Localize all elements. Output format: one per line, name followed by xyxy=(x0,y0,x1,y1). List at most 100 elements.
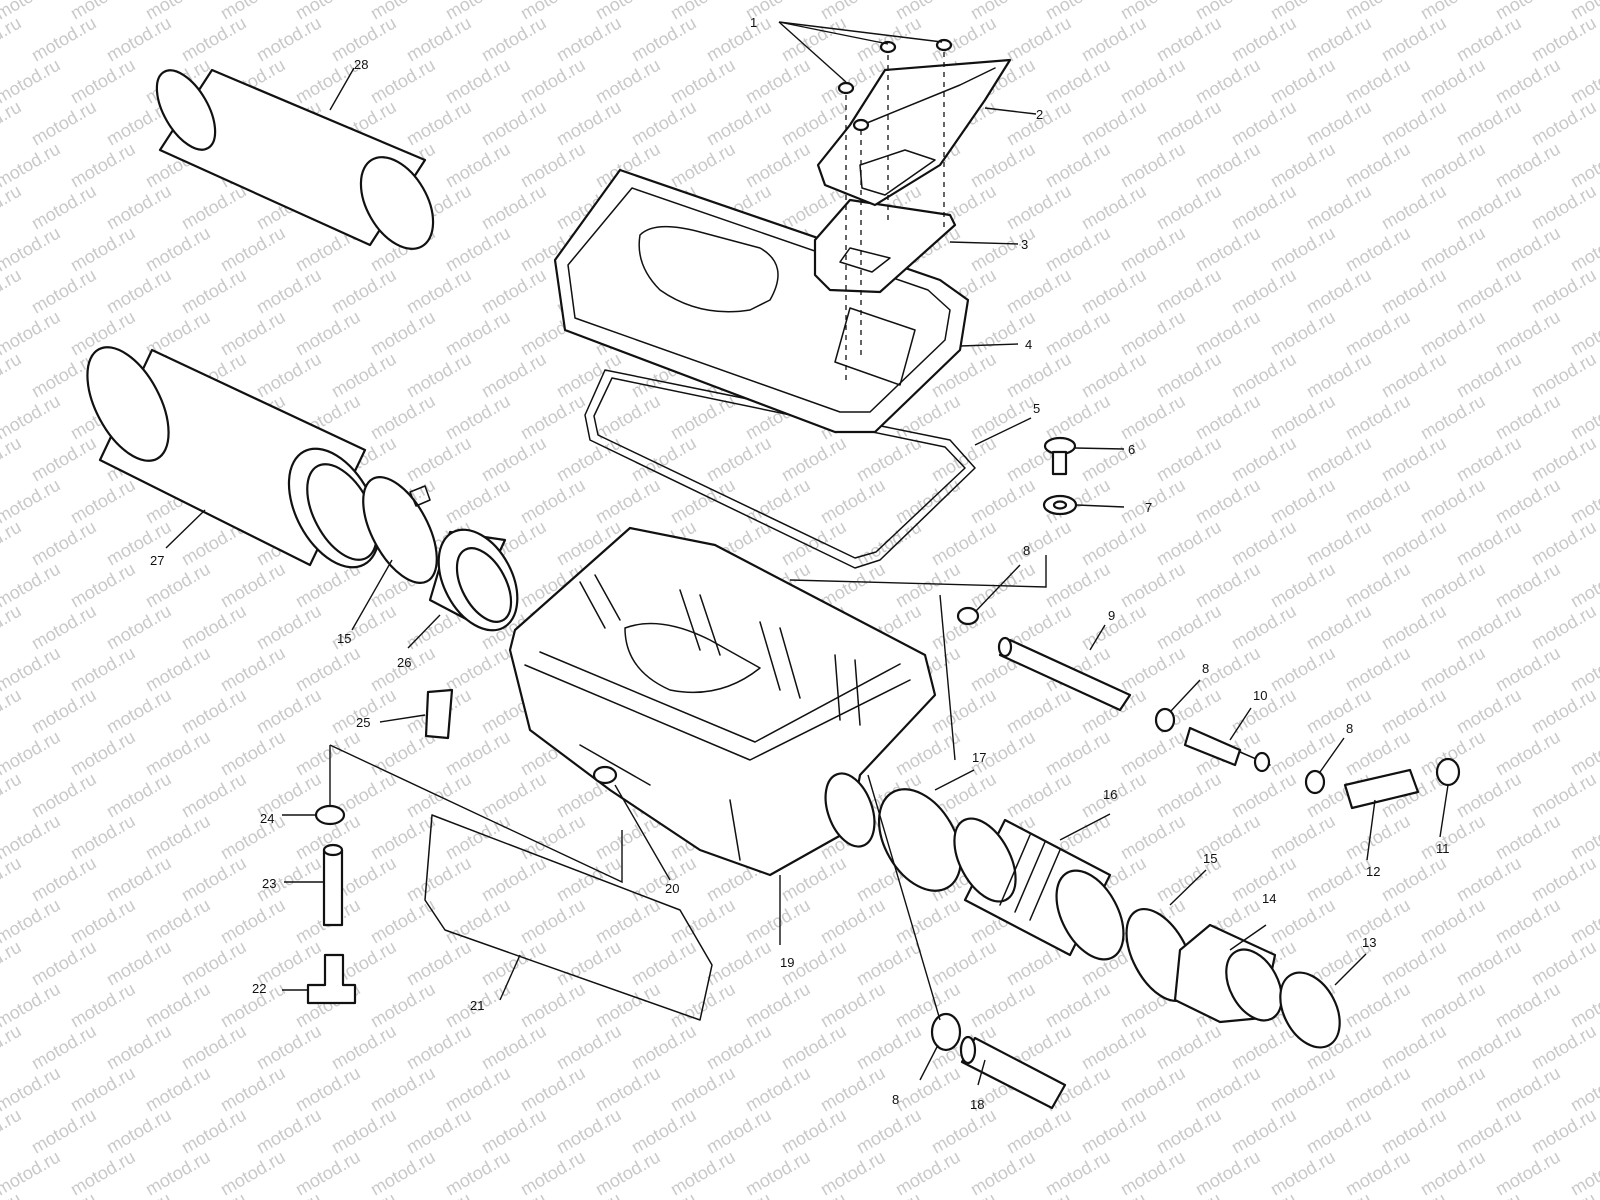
watermark-text: motod.ru xyxy=(1078,13,1150,66)
mounting-washer[interactable] xyxy=(1042,494,1078,516)
watermark-text: motod.ru xyxy=(1492,391,1564,444)
callout-8-mid: 8 xyxy=(1202,661,1209,676)
watermark-text: motod.ru xyxy=(1117,475,1189,528)
intake-boot[interactable] xyxy=(1173,923,1293,1030)
callout-3: 3 xyxy=(1021,237,1028,252)
watermark-text: motod.ru xyxy=(292,643,364,696)
watermark-text: motod.ru xyxy=(28,601,100,654)
watermark-text: motod.ru xyxy=(1003,181,1075,234)
callout-17: 17 xyxy=(972,750,986,765)
outlet-adapter[interactable] xyxy=(942,809,1137,971)
watermark-text: motod.ru xyxy=(1453,685,1525,738)
watermark-text: motod.ru xyxy=(67,643,139,696)
watermark-text: motod.ru xyxy=(1228,97,1300,150)
watermark-text: motod.ru xyxy=(1342,307,1414,360)
hose-clamp-small-2[interactable] xyxy=(1154,707,1176,733)
watermark-text: motod.ru xyxy=(967,1147,1039,1200)
watermark-text: motod.ru xyxy=(1153,13,1225,66)
watermark-text: motod.ru xyxy=(1228,181,1300,234)
watermark-text: motod.ru xyxy=(1042,1147,1114,1200)
watermark-text: motod.ru xyxy=(742,139,814,192)
air-filter-element[interactable] xyxy=(71,334,398,582)
watermark-text: motod.ru xyxy=(1192,1147,1264,1200)
watermark-text: motod.ru xyxy=(667,391,739,444)
watermark-text: motod.ru xyxy=(253,13,325,66)
watermark-text: motod.ru xyxy=(703,97,775,150)
drain-clamp[interactable] xyxy=(314,804,346,826)
callout-20: 20 xyxy=(665,881,679,896)
watermark-text: motod.ru xyxy=(703,937,775,990)
boot-clamp[interactable] xyxy=(1268,962,1351,1057)
watermark-text: motod.ru xyxy=(1042,307,1114,360)
watermark-text: motod.ru xyxy=(628,937,700,990)
watermark-text: motod.ru xyxy=(1453,1189,1525,1200)
watermark-text: motod.ru xyxy=(328,1189,400,1200)
watermark-text: motod.ru xyxy=(1228,433,1300,486)
callout-13: 13 xyxy=(1362,935,1376,950)
cover-gasket[interactable] xyxy=(584,369,976,569)
watermark-text: motod.ru xyxy=(628,1021,700,1074)
watermark-text: motod.ru xyxy=(1303,685,1375,738)
drain-grommet[interactable] xyxy=(592,765,618,785)
outlet-seal-ring[interactable] xyxy=(862,775,978,905)
pre-filter-sleeve[interactable] xyxy=(145,61,448,261)
watermark-text: motod.ru xyxy=(103,601,175,654)
watermark-text: motod.ru xyxy=(1342,391,1414,444)
watermark-text: motod.ru xyxy=(217,895,289,948)
callout-12: 12 xyxy=(1366,864,1380,879)
watermark-text: motod.ru xyxy=(217,559,289,612)
watermark-text: motod.ru xyxy=(0,433,25,486)
watermark-text: motod.ru xyxy=(478,349,550,402)
watermark-text: motod.ru xyxy=(367,391,439,444)
check-valve[interactable] xyxy=(1183,726,1271,773)
watermark-text: motod.ru xyxy=(178,1105,250,1158)
watermark-text: motod.ru xyxy=(28,769,100,822)
watermark-text: motod.ru xyxy=(1378,685,1450,738)
drain-tube[interactable] xyxy=(322,843,344,927)
watermark-text: motod.ru xyxy=(1453,601,1525,654)
hose-clamp-small-3[interactable] xyxy=(1304,769,1326,795)
watermark-text: motod.ru xyxy=(1378,97,1450,150)
hose-clamp-left[interactable] xyxy=(348,466,452,595)
watermark-text: motod.ru xyxy=(1267,811,1339,864)
watermark-text: motod.ru xyxy=(1528,1189,1600,1200)
watermark-text: motod.ru xyxy=(553,1105,625,1158)
watermark-text: motod.ru xyxy=(1453,433,1525,486)
watermark-text: motod.ru xyxy=(328,265,400,318)
airbox-bottom-cover[interactable] xyxy=(424,814,713,1021)
watermark-text: motod.ru xyxy=(928,1189,1000,1200)
hose-clamp-small-1[interactable] xyxy=(956,606,980,626)
watermark-text: motod.ru xyxy=(103,1105,175,1158)
watermark-text: motod.ru xyxy=(0,265,25,318)
mounting-bolt[interactable] xyxy=(1043,436,1077,476)
watermark-text: motod.ru xyxy=(853,937,925,990)
airbox-cover[interactable] xyxy=(553,168,970,434)
inlet-seal-plate[interactable] xyxy=(813,198,957,294)
cover-screws[interactable] xyxy=(837,38,953,132)
callout-22: 22 xyxy=(252,981,266,996)
vent-hose[interactable] xyxy=(1343,768,1420,810)
watermark-text: motod.ru xyxy=(142,727,214,780)
watermark-text: motod.ru xyxy=(0,937,25,990)
watermark-text: motod.ru xyxy=(403,349,475,402)
drain-hose[interactable] xyxy=(959,1035,1067,1110)
watermark-text: motod.ru xyxy=(553,1021,625,1074)
watermark-text: motod.ru xyxy=(928,937,1000,990)
watermark-text: motod.ru xyxy=(1492,475,1564,528)
hose-clamp-bottom[interactable] xyxy=(930,1012,962,1052)
watermark-text: motod.ru xyxy=(553,97,625,150)
watermark-text: motod.ru xyxy=(103,265,175,318)
watermark-text: motod.ru xyxy=(178,13,250,66)
vent-hose-clamp[interactable] xyxy=(1435,757,1461,787)
watermark-text: motod.ru xyxy=(1342,1147,1414,1200)
watermark-text: motod.ru xyxy=(217,307,289,360)
watermark-text: motod.ru xyxy=(703,1105,775,1158)
filter-adapter[interactable] xyxy=(423,516,534,643)
drain-tee[interactable] xyxy=(306,953,357,1005)
breather-hose[interactable] xyxy=(997,636,1132,712)
retaining-clip[interactable] xyxy=(424,688,454,740)
watermark-text: motod.ru xyxy=(1303,1189,1375,1200)
watermark-text: motod.ru xyxy=(742,979,814,1032)
watermark-text: motod.ru xyxy=(1228,517,1300,570)
intake-snorkel[interactable] xyxy=(816,58,1012,207)
